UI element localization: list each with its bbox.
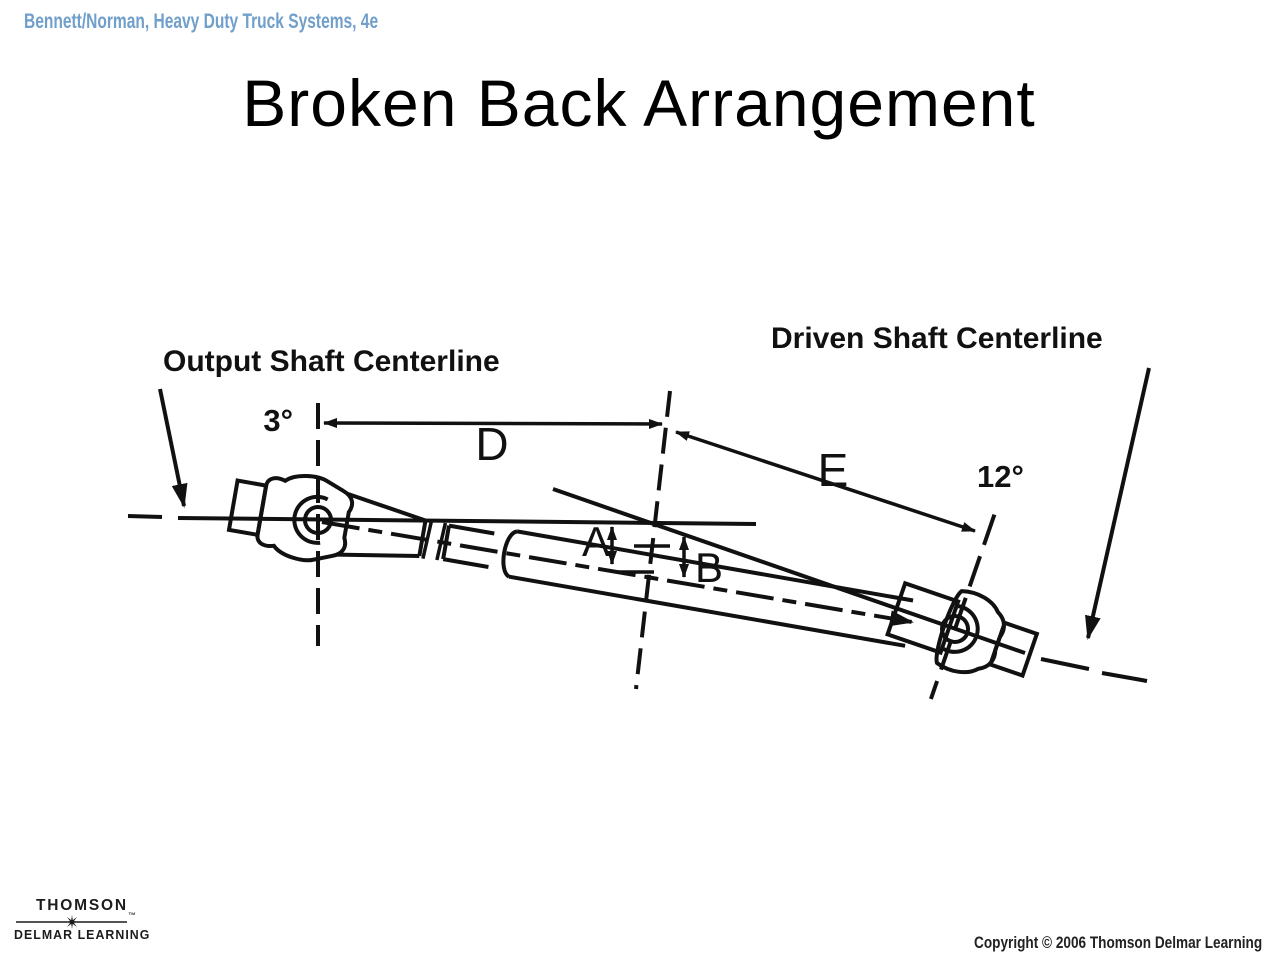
dimension-e-arrow: [675, 430, 976, 533]
label-angle-a: A: [582, 518, 610, 565]
label-driven-shaft-centerline: Driven Shaft Centerline: [771, 322, 1103, 355]
rear-u-joint: [885, 513, 1040, 700]
copyright-notice: Copyright © 2006 Thomson Delmar Learning: [973, 933, 1262, 952]
label-angle-b: B: [695, 544, 723, 591]
output-centerline-pointer-arrow: [158, 388, 188, 508]
slide-title: Broken Back Arrangement: [242, 66, 1036, 140]
label-output-shaft-centerline: Output Shaft Centerline: [163, 345, 500, 378]
book-credit: Bennett/Norman, Heavy Duty Truck Systems…: [24, 10, 379, 33]
logo-trademark: ™: [128, 911, 136, 920]
dimension-d-arrow: [323, 418, 663, 429]
label-output-angle: 3°: [263, 403, 293, 438]
front-u-joint-and-driveshaft: [226, 473, 914, 648]
thomson-star-icon: [16, 915, 127, 929]
right-reference-dashed-line: [929, 513, 997, 700]
driven-centerline-pointer-arrow: [1085, 367, 1151, 640]
middle-reference-dashed-line: [618, 390, 672, 690]
logo-brand-text: THOMSON: [36, 897, 128, 914]
driveshaft-centerline-line: [321, 520, 914, 627]
output-shaft-centerline-line: [127, 514, 757, 526]
logo-subbrand-text: DELMAR LEARNING: [14, 927, 151, 942]
label-dimension-d: D: [475, 418, 508, 470]
label-dimension-e: E: [818, 444, 849, 496]
label-driven-angle: 12°: [977, 459, 1024, 494]
